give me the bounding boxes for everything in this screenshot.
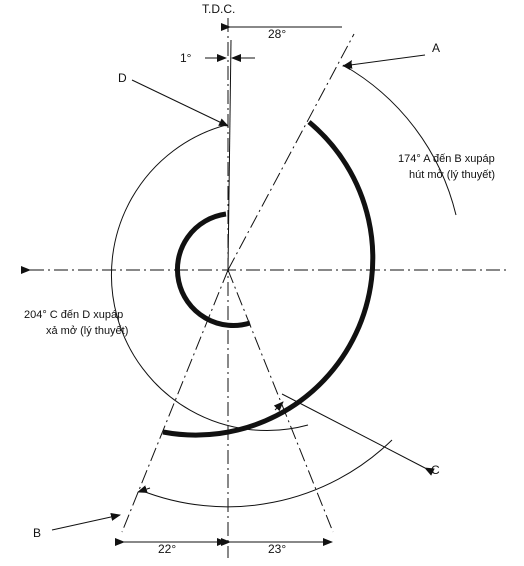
leader-b xyxy=(51,513,121,531)
exhaust-arc xyxy=(174,211,251,328)
lower-dimension-arc xyxy=(139,439,393,508)
left-lower-arrow xyxy=(137,485,151,493)
intake-arc xyxy=(162,120,376,438)
intake-note-line1: 174° A đến B xupáp xyxy=(398,153,495,165)
intake-dimension-arc xyxy=(342,64,457,216)
line-c xyxy=(227,269,334,533)
angle-28: 28° xyxy=(268,27,286,41)
tdc-label: T.D.C. xyxy=(202,2,235,16)
intake-note-line2: hút mở (lý thuyết) xyxy=(409,169,495,181)
leader-c xyxy=(281,393,435,476)
label-d: D xyxy=(118,71,127,85)
angle-1: 1° xyxy=(180,51,192,65)
exhaust-note-line2: xả mở (lý thuyết) xyxy=(46,325,128,337)
leader-a xyxy=(342,54,426,69)
exhaust-note-line1: 204° C đến D xupáp xyxy=(24,309,123,321)
label-c: C xyxy=(431,463,440,477)
exhaust-dim-arrow xyxy=(273,401,284,412)
line-a xyxy=(227,33,355,271)
line-d xyxy=(227,39,232,271)
label-b: B xyxy=(33,526,41,540)
angle-23: 23° xyxy=(268,542,286,556)
outer-reference-arc xyxy=(110,124,309,432)
angle-22: 22° xyxy=(158,542,176,556)
label-a: A xyxy=(432,41,440,55)
leader-d xyxy=(131,79,229,127)
